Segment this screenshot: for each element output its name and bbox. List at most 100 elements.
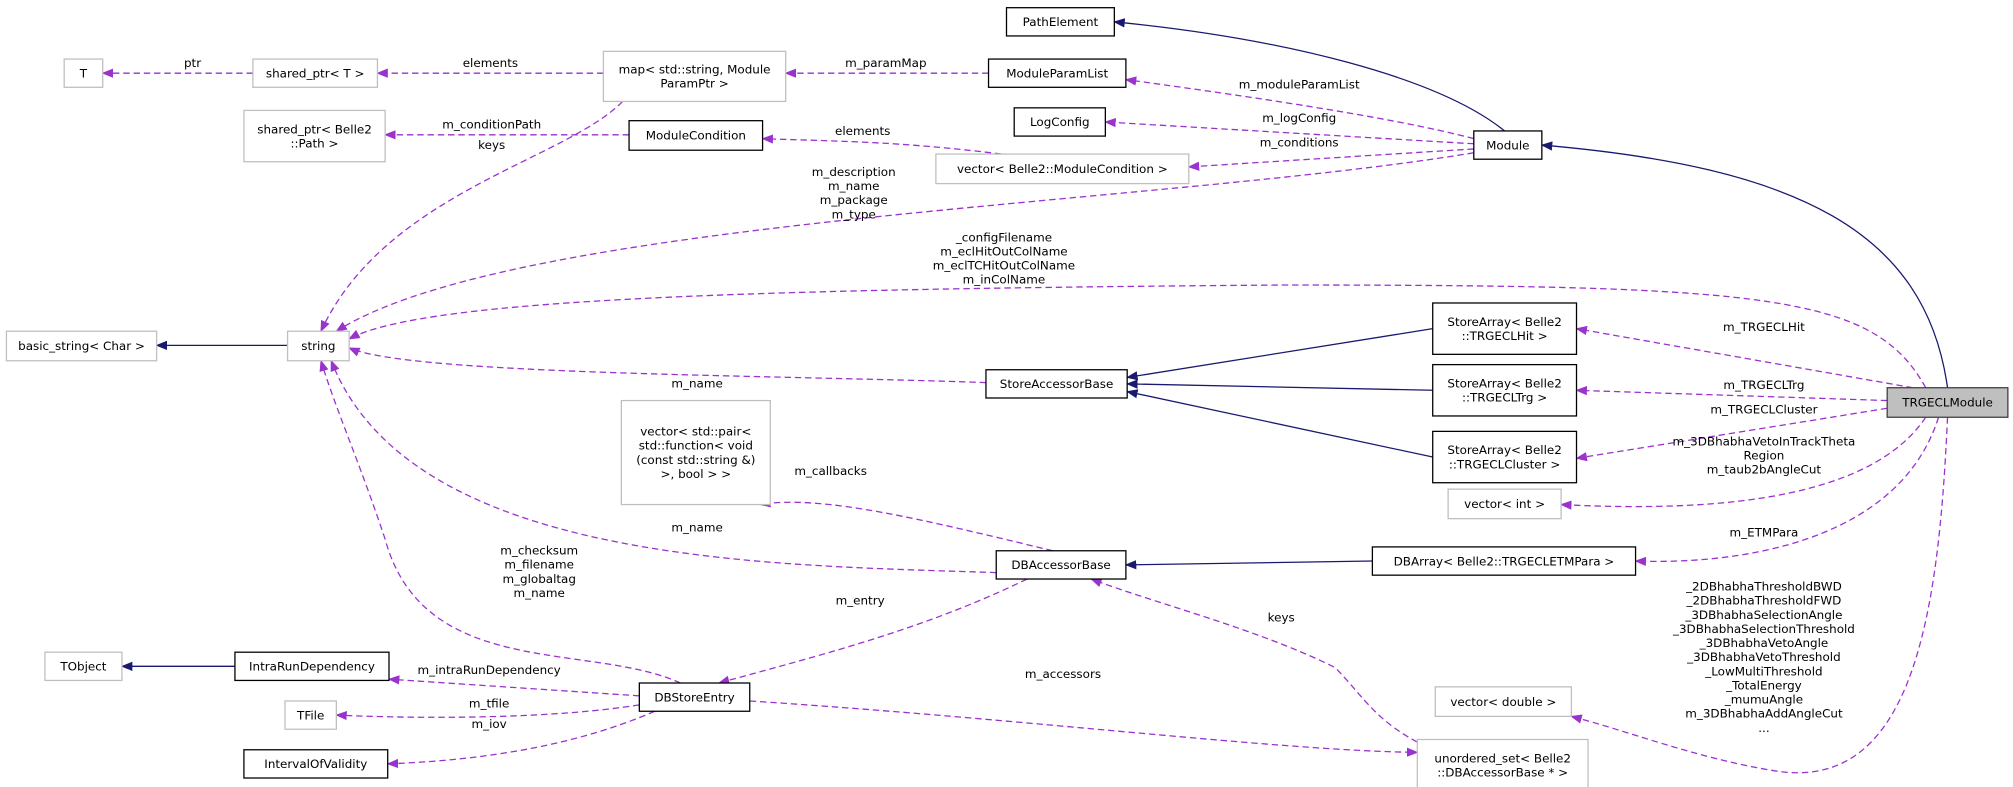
node-label: IntervalOfValidity <box>264 757 367 771</box>
edge-label: m_callbacks <box>794 464 867 478</box>
usage-edge-DBAccessorBase-to-vector_pair: m_callbacks <box>758 464 1053 552</box>
node-box <box>638 682 751 712</box>
inheritance-arrow <box>1126 379 1433 391</box>
node-label: ::Path > <box>291 136 339 150</box>
usage-edge-DBStoreEntry-to-IntervalOfValidity: m_iov <box>386 710 655 769</box>
usage-edge-DBAccessorBase-to-DBStoreEntry: m_entry <box>717 578 1028 685</box>
class-node-PathElement[interactable]: PathElement <box>1005 7 1115 37</box>
edge-label: m_paramMap <box>845 56 926 70</box>
usage-edge-TRGECLModule-to-storearray_hit: m_TRGECLHit <box>1575 320 1913 389</box>
class-node-ModuleParamList[interactable]: ModuleParamList <box>987 58 1127 88</box>
node-label: ::DBAccessorBase * > <box>1437 765 1568 779</box>
usage-arrow <box>761 134 1002 155</box>
class-node-IntervalOfValidity[interactable]: IntervalOfValidity <box>243 749 389 779</box>
usage-edge-ModuleParamList-to-map: m_paramMap <box>784 56 989 78</box>
edge-label: m_TRGECLCluster <box>1710 402 1817 416</box>
node-box <box>1432 302 1578 355</box>
inheritance-arrow <box>1540 141 1949 388</box>
node-label: DBStoreEntry <box>654 690 734 704</box>
node-box <box>63 58 104 88</box>
class-node-DBAccessorBase[interactable]: DBAccessorBase <box>995 550 1127 580</box>
usage-edge-map-to-shared_ptr_T: elements <box>376 56 604 78</box>
node-label: >, bool > > <box>661 467 732 481</box>
node-label: StoreArray< Belle2 <box>1447 315 1561 329</box>
edge-label: _configFilename <box>955 230 1052 244</box>
node-label: std::function< void <box>639 439 753 453</box>
usage-arrow <box>319 359 681 684</box>
edge-label: _3DBhabhaSelectionThreshold <box>1672 622 1855 636</box>
node-label: Module <box>1486 138 1529 152</box>
node-label: TFile <box>296 708 324 722</box>
usage-edge-TRGECLModule-to-storearray_cluster: m_TRGECLCluster <box>1575 402 1888 462</box>
node-label: shared_ptr< T > <box>266 66 365 80</box>
node-box <box>1473 130 1543 160</box>
node-label: LogConfig <box>1030 115 1090 129</box>
node-box <box>628 120 764 151</box>
edge-label: _LowMultiThreshold <box>1704 664 1822 678</box>
node-label: map< std::string, Module <box>619 63 771 77</box>
class-node-string: string <box>286 330 350 362</box>
node-label: ModuleParamList <box>1006 66 1108 80</box>
edge-label: m_type <box>832 207 876 221</box>
node-box <box>985 369 1128 399</box>
usage-arrow <box>330 359 997 574</box>
class-node-DBArray[interactable]: DBArray< Belle2::TRGECLETMPara > <box>1371 546 1637 576</box>
node-label: DBArray< Belle2::TRGECLETMPara > <box>1394 554 1615 568</box>
edge-label: m_package <box>820 193 888 207</box>
edge-label: m_logConfig <box>1262 111 1336 125</box>
inheritance-edge-TRGECLModule-to-Module <box>1540 141 1949 388</box>
inheritance-arrow <box>1113 18 1506 132</box>
edge-label: m_taub2bAngleCut <box>1707 463 1822 477</box>
node-label: ::TRGECLHit > <box>1462 329 1548 343</box>
node-box <box>1434 686 1573 718</box>
usage-arrow <box>1124 76 1474 140</box>
edge-label: _3DBhabhaVetoThreshold <box>1686 650 1840 664</box>
inheritance-arrow <box>1124 560 1373 570</box>
edge-label: _mumuAngle <box>1724 693 1803 707</box>
node-box <box>1432 430 1578 484</box>
edge-label: m_description <box>812 165 896 179</box>
class-node-storearray_trg[interactable]: StoreArray< Belle2::TRGECLTrg > <box>1432 363 1578 417</box>
inheritance-edge-storearray_hit-to-StoreAccessorBase <box>1126 328 1433 381</box>
class-node-unordered_set: unordered_set< Belle2::DBAccessorBase * … <box>1416 738 1589 787</box>
usage-arrow <box>1187 148 1474 171</box>
usage-edge-shared_ptr_T-to-T: ptr <box>101 56 253 78</box>
usage-arrow <box>1570 417 1949 774</box>
usage-arrow <box>335 152 1474 332</box>
class-node-StoreAccessorBase[interactable]: StoreAccessorBase <box>985 369 1128 399</box>
node-box <box>1432 363 1578 417</box>
class-node-LogConfig[interactable]: LogConfig <box>1013 107 1106 137</box>
class-node-Module[interactable]: Module <box>1473 130 1543 160</box>
edge-label: m_3DBhabhaVetoInTrackTheta <box>1673 434 1856 448</box>
usage-edge-Module-to-ModuleParamList: m_moduleParamList <box>1124 76 1474 140</box>
class-node-storearray_hit[interactable]: StoreArray< Belle2::TRGECLHit > <box>1432 302 1578 355</box>
node-box <box>1886 387 2009 418</box>
node-box <box>243 109 386 163</box>
usage-arrow <box>749 700 1419 757</box>
usage-arrow <box>1090 578 1418 743</box>
edge-label: elements <box>835 124 890 138</box>
edge-label: keys <box>1268 610 1295 624</box>
edge-label: _2DBhabhaThresholdFWD <box>1686 594 1842 608</box>
edge-label: m_entry <box>836 594 885 608</box>
class-node-IntraRunDependency[interactable]: IntraRunDependency <box>234 651 390 682</box>
node-label: T <box>79 66 88 80</box>
usage-edge-ModuleCondition-to-shared_ptr_path: m_conditionPath <box>383 117 630 140</box>
node-label: StoreArray< Belle2 <box>1447 443 1561 457</box>
class-node-TFile: TFile <box>284 700 337 730</box>
node-label: basic_string< Char > <box>18 339 145 353</box>
node-label: ::TRGECLTrg > <box>1462 391 1547 405</box>
usage-edge-TRGECLModule-to-storearray_trg: m_TRGECLTrg <box>1575 378 1888 402</box>
node-label: PathElement <box>1023 15 1099 29</box>
class-node-ModuleCondition[interactable]: ModuleCondition <box>628 120 764 151</box>
node-label: vector< double > <box>1450 695 1556 709</box>
usage-arrow <box>387 675 640 697</box>
node-label: ParamPtr > <box>660 77 728 91</box>
class-node-DBStoreEntry[interactable]: DBStoreEntry <box>638 682 751 712</box>
edge-label: m_moduleParamList <box>1239 78 1360 92</box>
node-label: vector< std::pair< <box>640 425 751 439</box>
class-node-storearray_cluster[interactable]: StoreArray< Belle2::TRGECLCluster > <box>1432 430 1578 484</box>
edge-label: m_name <box>671 377 722 391</box>
node-label: IntraRunDependency <box>249 660 375 674</box>
